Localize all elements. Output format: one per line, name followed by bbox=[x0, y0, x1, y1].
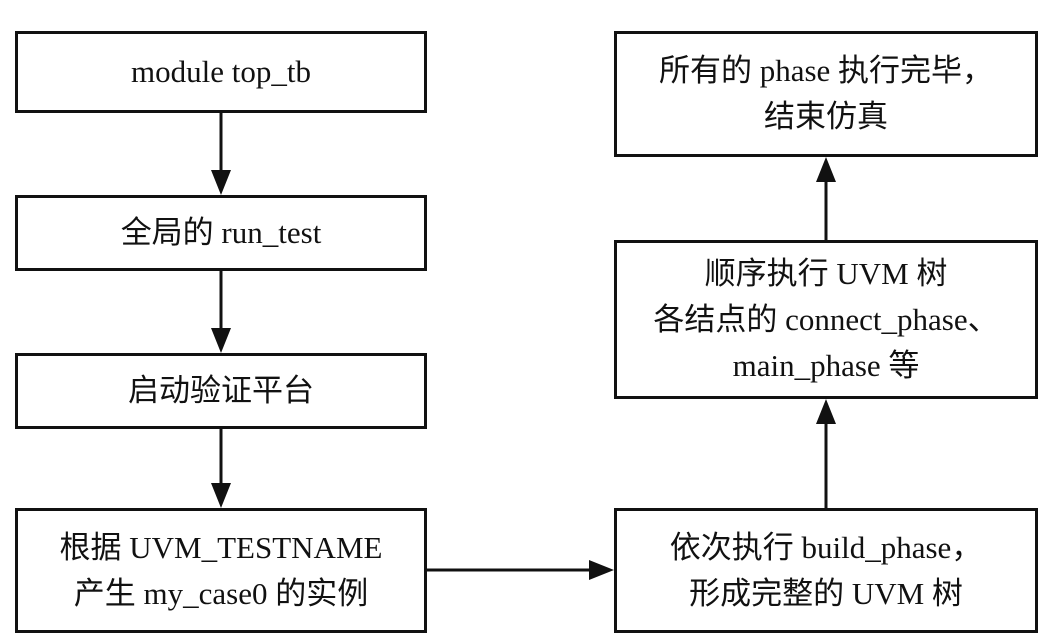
box-text-line: 依次执行 build_phase， bbox=[669, 529, 983, 565]
arrow-start-platform-to-create-case bbox=[211, 429, 231, 508]
box-text-line: main_phase 等 bbox=[732, 347, 920, 383]
create-test-case-instance-box: 根据 UVM_TESTNAME 产生 my_case0 的实例 bbox=[15, 508, 427, 633]
box-text-line: 形成完整的 UVM 树 bbox=[689, 575, 963, 611]
box-text-line: 根据 UVM_TESTNAME bbox=[59, 529, 383, 565]
box-text-line: 各结点的 connect_phase、 bbox=[653, 301, 999, 337]
arrow-top-tb-to-run-test bbox=[211, 113, 231, 195]
box-text-line: 所有的 phase 执行完毕， bbox=[658, 53, 994, 88]
finish-simulation-box: 所有的 phase 执行完毕， 结束仿真 bbox=[614, 31, 1038, 157]
module-top-tb-box: module top_tb bbox=[15, 31, 427, 113]
build-phase-box: 依次执行 build_phase， 形成完整的 UVM 树 bbox=[614, 508, 1038, 633]
global-run-test-box: 全局的 run_test bbox=[15, 195, 427, 271]
arrow-create-case-to-build-phase bbox=[427, 560, 614, 580]
arrow-run-phases-to-finish bbox=[816, 157, 836, 240]
box-text-line: 启动验证平台 bbox=[128, 373, 314, 408]
box-text-line: 顺序执行 UVM 树 bbox=[704, 255, 948, 291]
box-text-line: module top_tb bbox=[131, 54, 311, 89]
box-text-line: 结束仿真 bbox=[764, 99, 888, 134]
arrow-run-test-to-start-platform bbox=[211, 271, 231, 353]
sequential-phases-box: 顺序执行 UVM 树 各结点的 connect_phase、 main_phas… bbox=[614, 240, 1038, 399]
arrow-build-phase-to-run-phases bbox=[816, 399, 836, 508]
box-text-line: 全局的 run_test bbox=[120, 215, 322, 250]
box-text-line: 产生 my_case0 的实例 bbox=[73, 575, 369, 611]
start-verification-platform-box: 启动验证平台 bbox=[15, 353, 427, 429]
